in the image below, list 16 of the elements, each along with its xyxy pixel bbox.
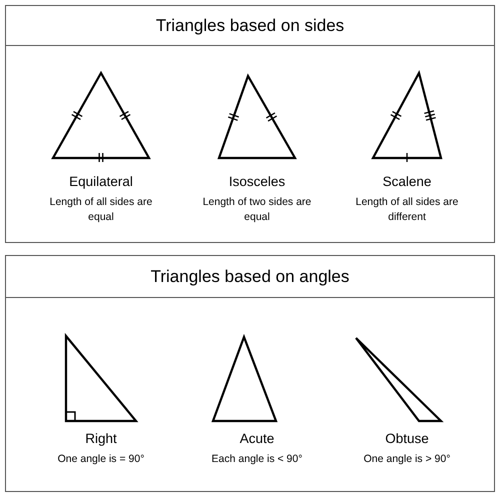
triangle-description: One angle is > 90° <box>362 452 452 467</box>
panel-heading: Triangles based on angles <box>150 266 350 286</box>
triangle-description: Length of all sides are different <box>354 195 460 225</box>
panel <box>5 5 495 243</box>
triangle-description: One angle is = 90° <box>56 452 146 467</box>
triangle-description: Length of all sides are equal <box>48 195 154 225</box>
triangle-name: Acute <box>238 431 276 446</box>
triangle-name: Obtuse <box>384 431 430 446</box>
triangle-name: Scalene <box>382 174 432 189</box>
triangle-description: Length of two sides are equal <box>202 195 312 225</box>
panel-heading: Triangles based on sides <box>156 16 344 36</box>
panel <box>5 255 495 492</box>
triangle-name: Isosceles <box>228 174 286 189</box>
triangle-name: Right <box>84 431 118 446</box>
triangle-description: Each angle is < 90° <box>210 452 304 467</box>
triangle-name: Equilateral <box>68 174 134 189</box>
